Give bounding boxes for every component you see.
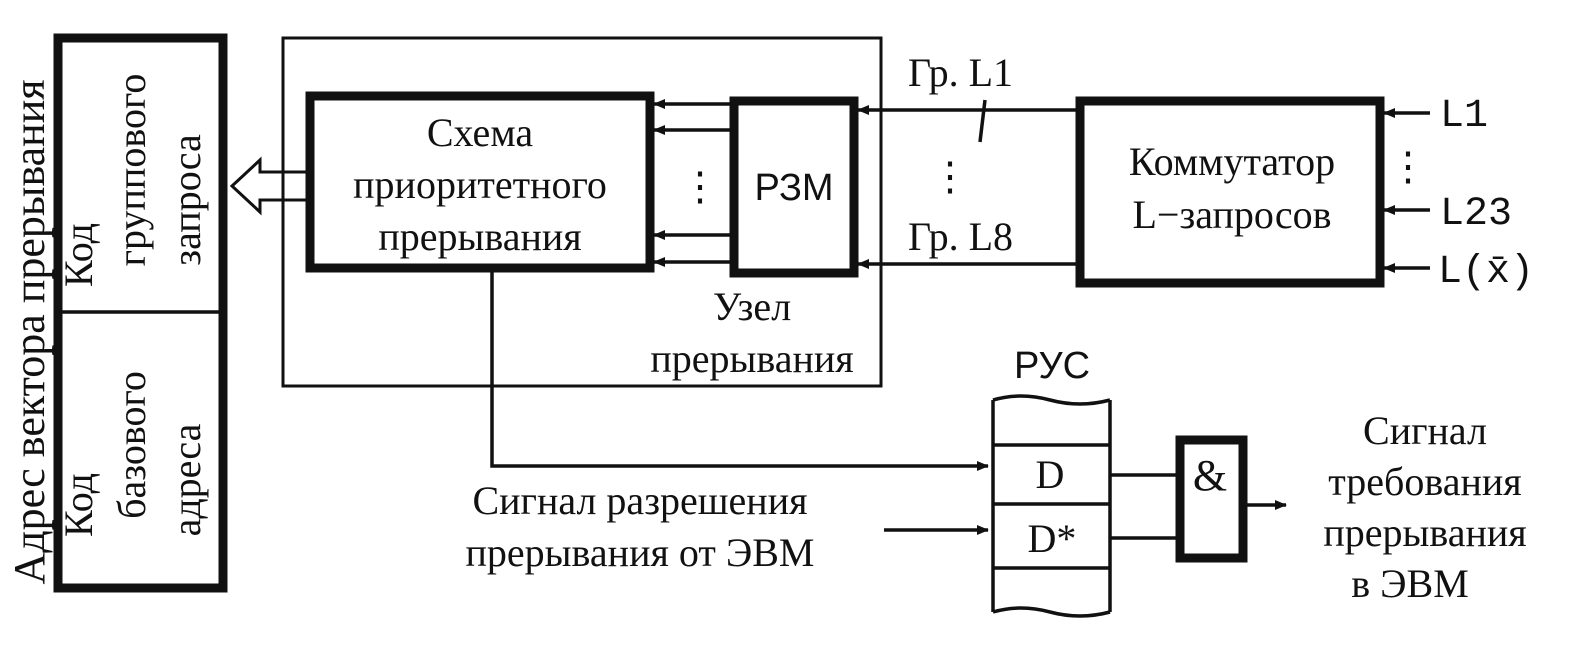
svg-text:РЗМ: РЗМ: [754, 167, 833, 209]
rzm-block: РЗМ: [729, 96, 859, 278]
vector-address-label: Адрес вектора прерывания: [5, 79, 54, 584]
svg-text:Коммутатор: Коммутатор: [1129, 139, 1335, 184]
svg-text:адреса: адреса: [164, 423, 209, 536]
rus-register: [991, 394, 1112, 618]
svg-text:Сигнал: Сигнал: [1363, 408, 1487, 453]
group-line-l8-label: Гр. L8: [908, 214, 1013, 259]
svg-text:Схема: Схема: [427, 110, 533, 155]
group-request-code-field: Код группового запроса: [56, 74, 209, 287]
l-input-arrows: ⋮: [1383, 108, 1430, 273]
rus-cell-dstar: D*: [1028, 516, 1077, 561]
priority-to-d-line: [490, 268, 989, 471]
svg-text:требования: требования: [1328, 459, 1521, 504]
svg-text:⋮: ⋮: [1388, 144, 1428, 189]
l-request-switch-block: Коммутатор L−запросов: [1075, 96, 1385, 288]
input-l23-label: L23: [1440, 192, 1512, 237]
vector-register: [53, 33, 228, 593]
svg-text:Код: Код: [56, 223, 101, 287]
and-gate: &: [1175, 435, 1248, 563]
rzm-to-priority-arrows: ⋮: [653, 99, 734, 267]
svg-text:Код: Код: [56, 473, 101, 537]
group-lines: ⋮: [857, 99, 1080, 269]
svg-text:⋮: ⋮: [930, 154, 970, 199]
enable-signal-label-1: Сигнал разрешения: [472, 478, 807, 523]
svg-text:прерывания: прерывания: [1323, 510, 1526, 555]
svg-text:⋮: ⋮: [680, 164, 720, 209]
group-line-l1-label: Гр. L1: [908, 50, 1013, 95]
svg-text:запроса: запроса: [164, 134, 209, 266]
interrupt-node-frame: [281, 36, 883, 388]
base-address-code-field: Код базового адреса: [56, 371, 209, 537]
output-signal-label: Сигнал требования прерывания в ЭВМ: [1323, 408, 1526, 606]
enable-signal-label-2: прерывания от ЭВМ: [466, 530, 815, 575]
svg-text:L−запросов: L−запросов: [1132, 192, 1331, 237]
input-l1-label: L1: [1440, 94, 1488, 139]
vector-bus-arrow: [229, 156, 310, 216]
interrupt-node-label-1: Узел: [713, 284, 791, 329]
input-lx-label: L(x̄): [1438, 250, 1534, 295]
svg-text:базового: базового: [109, 371, 154, 519]
svg-text:группового: группового: [109, 74, 154, 267]
svg-text:прерывания: прерывания: [378, 214, 581, 259]
priority-circuit-block: Схема приоритетного прерывания: [305, 91, 655, 273]
svg-text:приоритетного: приоритетного: [353, 162, 607, 207]
rus-title: РУС: [1014, 345, 1090, 387]
svg-text:&: &: [1193, 451, 1227, 500]
rus-cell-d: D: [1036, 452, 1065, 497]
interrupt-node-label-2: прерывания: [650, 336, 853, 381]
svg-text:в ЭВМ: в ЭВМ: [1351, 561, 1469, 606]
